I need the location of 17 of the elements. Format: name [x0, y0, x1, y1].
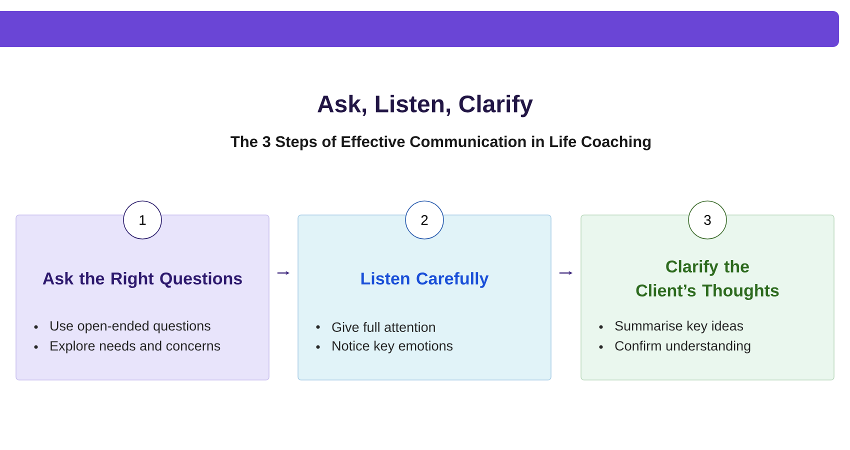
subtitle: The 3 Steps of Effective Communication in Life Coaching	[230, 136, 651, 150]
step-heading: Listen Carefully	[361, 272, 489, 288]
bullet-item: Give full attention	[316, 322, 435, 332]
title: Ask, Listen, Clarify	[318, 94, 533, 118]
bullet-item: Use open-ended questions	[34, 320, 210, 334]
bullet-item: Explore needs and concerns	[34, 340, 220, 354]
step-number: 1	[123, 200, 162, 240]
step-card	[16, 214, 270, 380]
step-card	[580, 214, 834, 380]
step-number: 2	[405, 200, 444, 240]
step-heading: Clarify the Client’s Thoughts	[636, 260, 779, 300]
step-card	[298, 214, 552, 380]
bullet-item: Confirm understanding	[599, 340, 750, 354]
step-heading: Ask the Right Questions	[42, 272, 242, 288]
bullet-item: Summarise key ideas	[599, 320, 744, 334]
step-number: 3	[688, 200, 727, 240]
bullet-item: Notice key emotions	[316, 340, 453, 354]
